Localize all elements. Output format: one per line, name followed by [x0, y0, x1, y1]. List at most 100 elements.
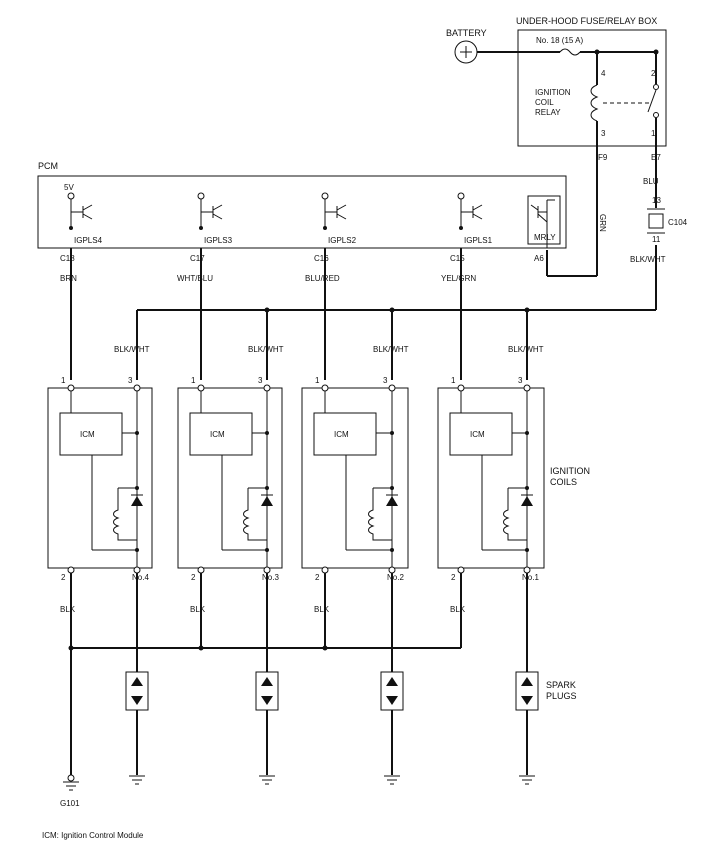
- coil4-number: No.4: [132, 573, 149, 582]
- coil1-blk-wht-label: BLK/WHT: [508, 345, 544, 354]
- pcm-mrly-label: MRLY: [534, 233, 556, 242]
- coil3-pin2: 2: [191, 573, 196, 582]
- relay-label-line2: COIL: [535, 98, 554, 107]
- pcm-output-igpls2: IGPLS2: [321, 192, 357, 245]
- coil3-number: No.3: [262, 573, 279, 582]
- coil2-icm: [313, 412, 377, 456]
- coil3-blk-label: BLK: [190, 605, 206, 614]
- ignition-coil-no4: 1 3 ICM 2 No.4: [47, 376, 153, 582]
- coil1-winding-icon: [503, 488, 527, 541]
- coil4-diode-icon: [131, 496, 143, 506]
- pcm-output-igpls1: IGPLS1: [457, 192, 493, 245]
- coil2-blk-label: BLK: [314, 605, 330, 614]
- fuse-label: No. 18 (15 A): [536, 36, 583, 45]
- footnote: ICM: Ignition Control Module: [42, 831, 144, 840]
- under-hood-fuse-relay-box: UNDER-HOOD FUSE/RELAY BOX No. 18 (15 A) …: [516, 16, 667, 162]
- g101-ground-icon: [67, 774, 75, 782]
- c104-connector-icon: [648, 213, 664, 229]
- coil2-winding-icon: [368, 488, 392, 541]
- c104-label: C104: [668, 218, 688, 227]
- pcm-output-igpls3: IGPLS3: [197, 192, 233, 245]
- blu-wire-label: BLU: [643, 177, 659, 186]
- coil1-diode-icon: [521, 496, 533, 506]
- grn-wire-label: GRN: [598, 214, 607, 232]
- ignition-coil-no3: 1 3 ICM 2 No.3: [177, 376, 283, 582]
- relay-label-line3: RELAY: [535, 108, 561, 117]
- coil4-pin1: 1: [61, 376, 66, 385]
- coil2-icm-label: ICM: [334, 430, 349, 439]
- ignition-coil-no2: 1 3 ICM 2 No.2: [301, 376, 409, 582]
- spark-plug3-icon: [261, 677, 273, 686]
- coil3-pin1: 1: [191, 376, 196, 385]
- pcm-pin-c15: C15: [450, 254, 465, 263]
- signal-wires: BRN WHT/BLU BLU/RED YEL/GRN: [60, 248, 476, 380]
- pcm-title: PCM: [38, 161, 58, 171]
- coil3-icm-label: ICM: [210, 430, 225, 439]
- pcm-pin-c17: C17: [190, 254, 205, 263]
- fuse-box-outline: [517, 29, 667, 147]
- coil4-blk-label: BLK: [60, 605, 76, 614]
- relay-pin-3: 3: [601, 129, 606, 138]
- coil3-blk-wht-label: BLK/WHT: [248, 345, 284, 354]
- coil1-pin3: 3: [518, 376, 523, 385]
- battery: BATTERY: [446, 28, 518, 64]
- wire-wht-blu-label: WHT/BLU: [177, 274, 213, 283]
- relay-switch-icon: [647, 89, 657, 113]
- pcm-pin-c16: C16: [314, 254, 329, 263]
- wire-blu-red-label: BLU/RED: [305, 274, 340, 283]
- relay-pin-4: 4: [601, 69, 606, 78]
- coil4-blk-wht-label: BLK/WHT: [114, 345, 150, 354]
- coil3-icm: [189, 412, 253, 456]
- coil1-number: No.1: [522, 573, 539, 582]
- pcm-igpls2-label: IGPLS2: [328, 236, 357, 245]
- coil4-pin2: 2: [61, 573, 66, 582]
- blk-wht-bus: BLK/WHT BLK/WHT BLK/WHT BLK/WHT: [114, 307, 656, 380]
- coil2-outline: [301, 387, 409, 569]
- coil3-diode-icon: [261, 496, 273, 506]
- pcm-5v-label: 5V: [64, 183, 74, 192]
- coil1-icm-label: ICM: [470, 430, 485, 439]
- c104-pin-13: 13: [652, 196, 661, 205]
- coil1-outline: [437, 387, 545, 569]
- pcm-igpls3-label: IGPLS3: [204, 236, 233, 245]
- coil4-icm: [59, 412, 123, 456]
- coil1-blk-label: BLK: [450, 605, 466, 614]
- ignition-coils-label-line2: COILS: [550, 477, 577, 487]
- spark-plug4-icon: [131, 677, 143, 686]
- coil4-winding-icon: [113, 488, 137, 541]
- coil3-pin3: 3: [258, 376, 263, 385]
- coil2-diode-icon: [386, 496, 398, 506]
- blk-wht-main-label: BLK/WHT: [630, 255, 666, 264]
- spark-plug1-icon: [521, 677, 533, 686]
- spark-plugs-label-line1: SPARK: [546, 680, 576, 690]
- pcm-pin-c18: C18: [60, 254, 75, 263]
- relay-pin-2: 2: [651, 69, 656, 78]
- coil4-icm-label: ICM: [80, 430, 95, 439]
- blk-ground-bus: BLK BLK BLK BLK: [60, 573, 466, 775]
- fuse-box-title: UNDER-HOOD FUSE/RELAY BOX: [516, 16, 657, 26]
- grn-wire: GRN: [546, 146, 607, 277]
- fuse-box-connector-f9: F9: [598, 153, 608, 162]
- coil2-number: No.2: [387, 573, 404, 582]
- coil3-winding-icon: [243, 488, 267, 541]
- coil1-pin2: 2: [451, 573, 456, 582]
- wire-yel-grn-label: YEL/GRN: [441, 274, 476, 283]
- blu-wire: BLU 13 C104 11 BLK/WHT: [630, 146, 688, 310]
- ground-g101: G101: [60, 774, 80, 808]
- pcm-output-igpls4: IGPLS4: [67, 192, 103, 245]
- g101-label: G101: [60, 799, 80, 808]
- fuse-symbol-icon: [559, 48, 581, 56]
- coil2-pin2: 2: [315, 573, 320, 582]
- battery-label: BATTERY: [446, 28, 487, 38]
- spark-plugs-label-line2: PLUGS: [546, 691, 577, 701]
- c104-pin-11: 11: [652, 235, 661, 244]
- coil1-pin1: 1: [451, 376, 456, 385]
- spark-plug-no2: [380, 573, 404, 785]
- coil4-outline: [47, 387, 153, 569]
- coil2-pin3: 3: [383, 376, 388, 385]
- coil4-pin3: 3: [128, 376, 133, 385]
- coil2-pin1: 1: [315, 376, 320, 385]
- ignition-coil-no1: 1 3 ICM 2 No.1: [437, 376, 545, 582]
- spark-plug-no4: [125, 573, 149, 785]
